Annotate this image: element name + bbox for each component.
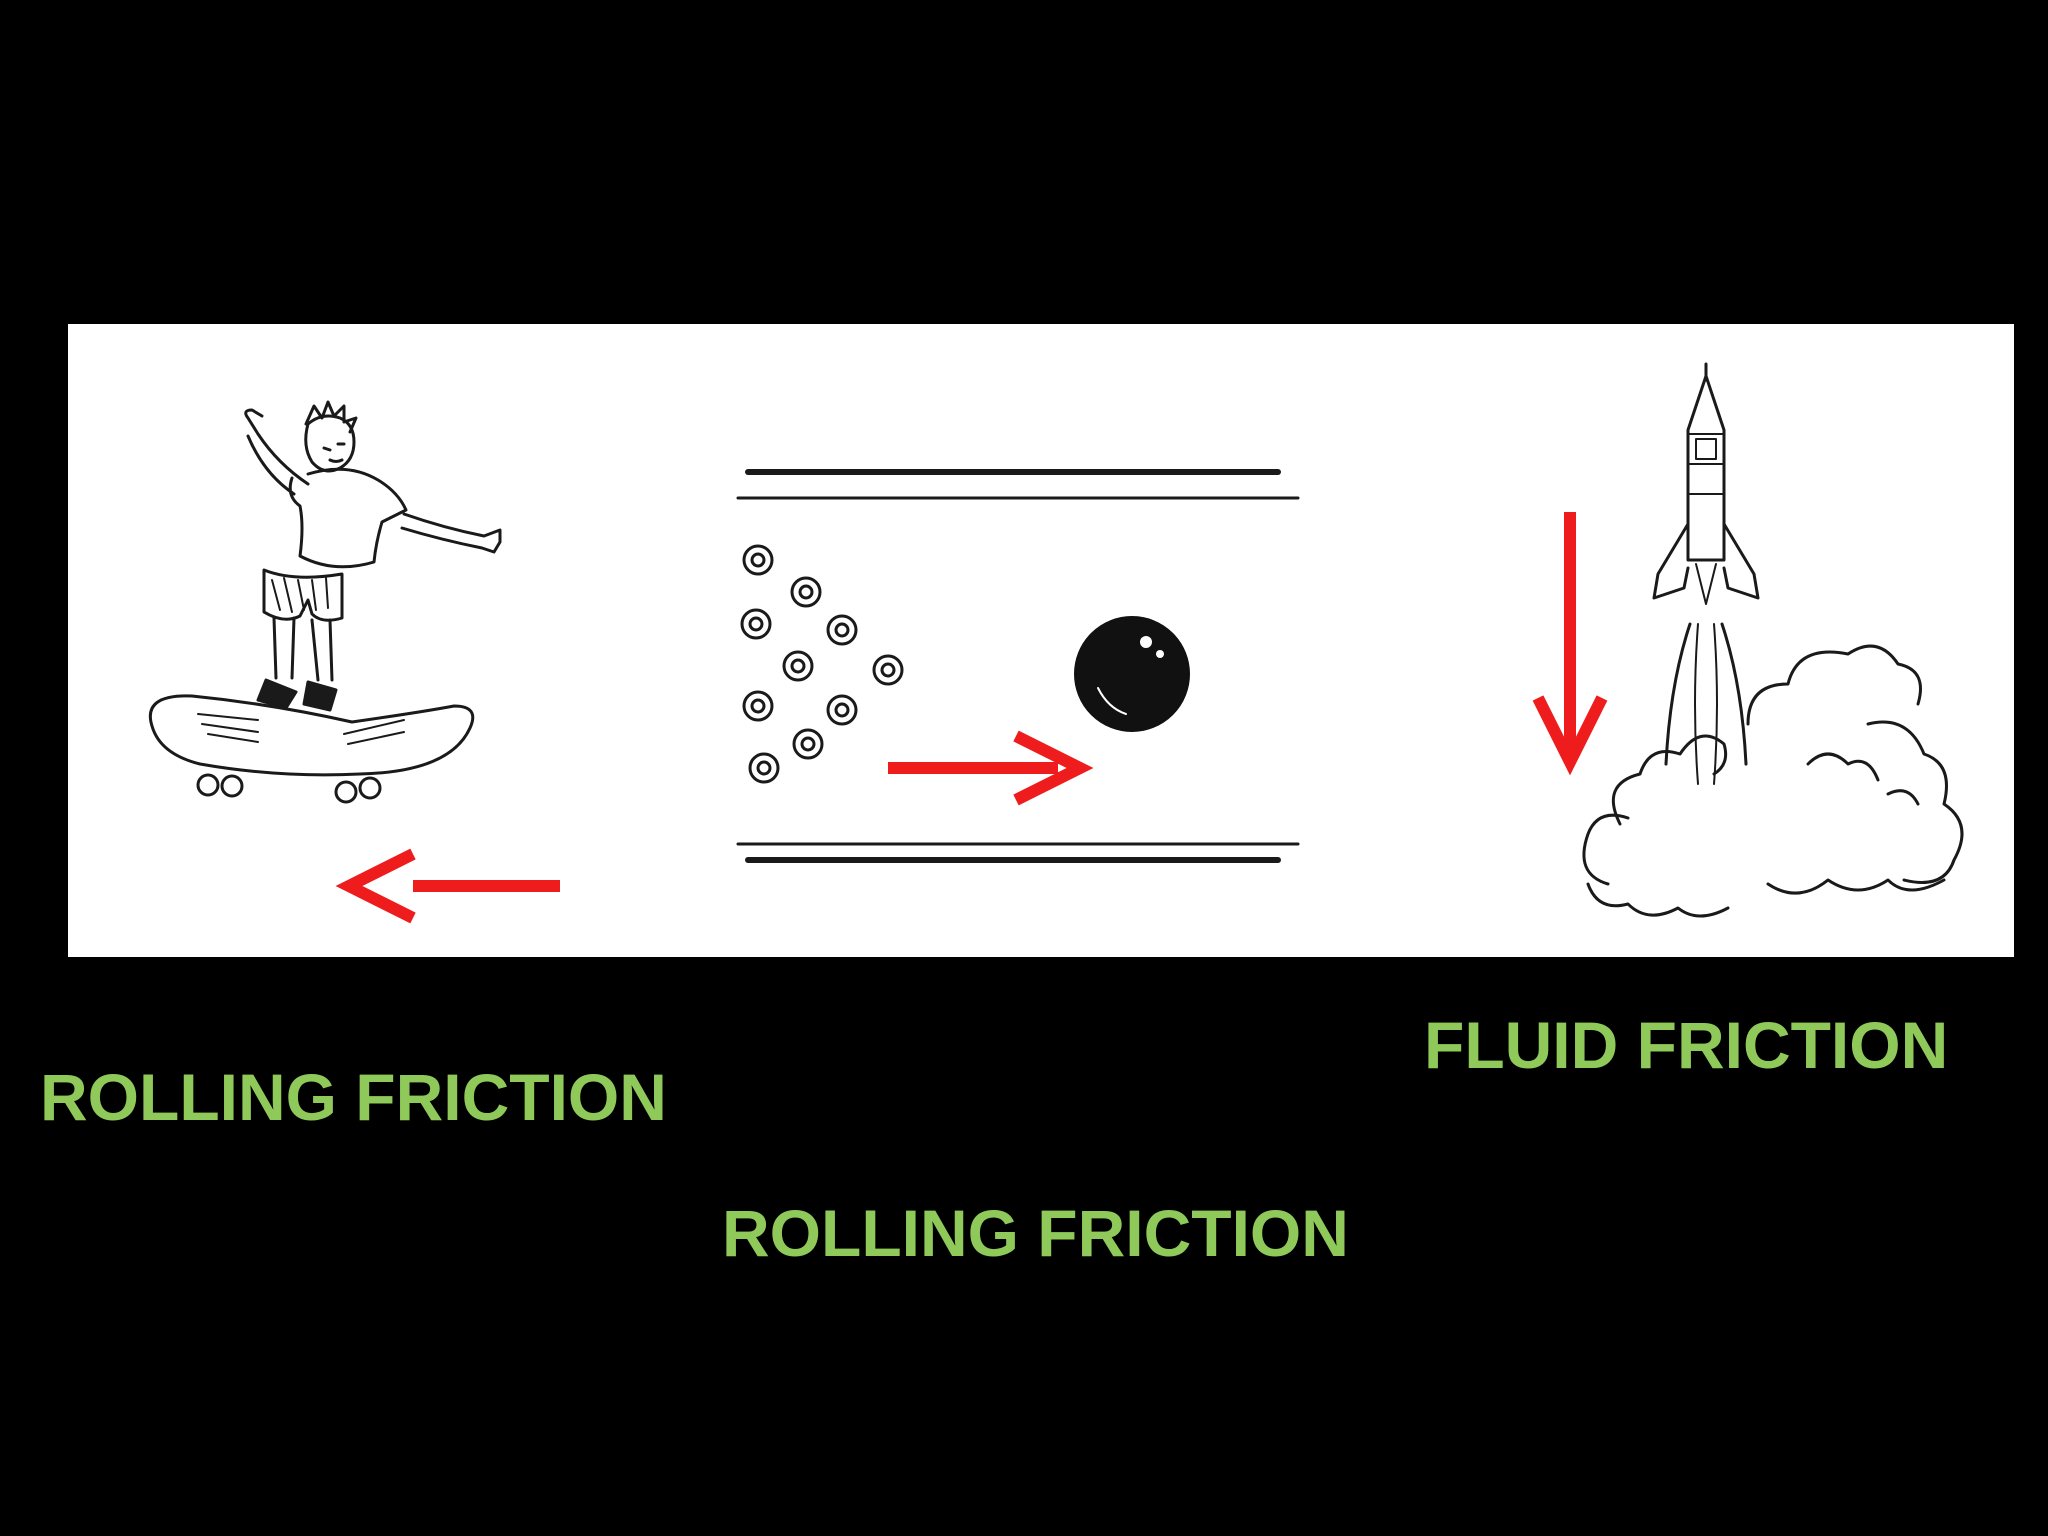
- skateboarder-illustration: [149, 400, 502, 804]
- arrow-left-icon: [335, 848, 560, 924]
- illustration-panel: [68, 324, 2014, 957]
- bowling-label: ROLLING FRICTION: [722, 1196, 1349, 1270]
- arrow-right-icon: [888, 730, 1094, 806]
- rocket-label: FLUID FRICTION: [1424, 1008, 1949, 1082]
- skateboard-label: ROLLING FRICTION: [40, 1060, 667, 1134]
- bowling-illustration: [736, 469, 1300, 863]
- arrow-down-icon: [1532, 512, 1608, 776]
- rocket-illustration: [1582, 362, 1964, 918]
